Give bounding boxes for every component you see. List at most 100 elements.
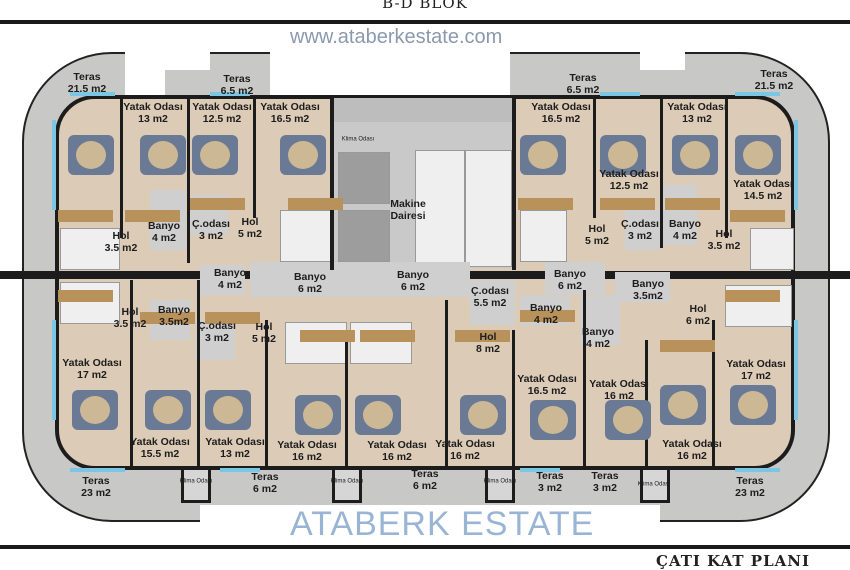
wardrobe xyxy=(190,198,245,210)
room-area: 4 m2 xyxy=(218,279,242,291)
room-area: 6 m2 xyxy=(401,281,425,293)
terrace-notch xyxy=(200,505,660,525)
elevator xyxy=(338,210,390,262)
room-name: Yatak Odası xyxy=(277,439,337,451)
bed-icon xyxy=(192,135,238,175)
room-name: Banyo xyxy=(668,218,702,230)
room-area: 4 m2 xyxy=(534,314,558,326)
room-area: 3.5m2 xyxy=(633,290,663,302)
room-area: 21.5 m2 xyxy=(67,83,107,95)
bathroom-area xyxy=(615,272,670,302)
wall xyxy=(593,98,596,218)
room-area: 6.5 m2 xyxy=(566,84,600,96)
room-name: Yatak Odası xyxy=(726,358,786,370)
room-name: Yatak Odası xyxy=(517,373,577,385)
window xyxy=(210,92,250,96)
room-area: 4 m2 xyxy=(586,338,610,350)
wardrobe xyxy=(730,210,785,222)
wardrobe xyxy=(360,330,415,342)
window xyxy=(735,468,780,472)
room-area: 3.5 m2 xyxy=(113,318,147,330)
room-name: Yatak Odası xyxy=(260,101,320,113)
room-label: Klima Odası xyxy=(331,479,364,486)
bed-icon xyxy=(460,395,506,435)
bed-icon xyxy=(68,135,114,175)
room-area: 15.5 m2 xyxy=(140,448,180,460)
room-area: 16 m2 xyxy=(604,390,634,402)
window xyxy=(70,92,115,96)
bathroom-area xyxy=(350,262,470,297)
wall xyxy=(512,330,515,470)
room-name: Banyo xyxy=(553,268,587,280)
room-area: 3.5 m2 xyxy=(707,240,741,252)
room-area: 16.5 m2 xyxy=(541,113,581,125)
bed-icon xyxy=(672,135,718,175)
room-name: Hol xyxy=(479,331,497,343)
room-area: 3 m2 xyxy=(593,482,617,494)
room-name: Teras xyxy=(223,73,251,85)
room-name: Ç.odası xyxy=(621,218,659,230)
room-name: Teras xyxy=(411,468,439,480)
room-name: Klima Odası xyxy=(637,481,671,488)
window xyxy=(70,468,125,472)
room-area: 12.5 m2 xyxy=(202,113,242,125)
wardrobe xyxy=(660,340,715,352)
wall xyxy=(187,98,190,263)
room-name: Teras xyxy=(73,71,101,83)
room-area: 14.5 m2 xyxy=(743,190,783,202)
room-area: 3.5m2 xyxy=(159,316,189,328)
room-name: Banyo xyxy=(529,302,563,314)
window xyxy=(600,92,640,96)
wardrobe xyxy=(665,198,720,210)
room-area: 16 m2 xyxy=(677,450,707,462)
bed-icon xyxy=(140,135,186,175)
interior-stair xyxy=(520,210,567,262)
room-area: 6 m2 xyxy=(298,283,322,295)
interior-stair xyxy=(280,210,332,262)
watermark-brand: ATABERK ESTATE xyxy=(290,505,595,543)
room-area: 23 m2 xyxy=(81,487,111,499)
room-area: 4 m2 xyxy=(673,230,697,242)
elevator xyxy=(338,152,390,204)
room-name: Yatak Odası xyxy=(62,357,122,369)
wardrobe xyxy=(58,290,113,302)
room-area: 6 m2 xyxy=(686,315,710,327)
room-area: 6 m2 xyxy=(253,483,277,495)
wardrobe xyxy=(205,312,260,324)
room-name: Banyo xyxy=(396,269,430,281)
interior-stair xyxy=(60,282,120,324)
wardrobe xyxy=(518,198,573,210)
room-name: Klima Odası xyxy=(483,478,517,485)
room-area: Dairesi xyxy=(390,210,426,222)
bed-icon xyxy=(600,135,646,175)
room-name: Hol xyxy=(112,230,130,242)
room-area: 21.5 m2 xyxy=(754,80,794,92)
room-label: Klima Odası xyxy=(342,137,375,144)
